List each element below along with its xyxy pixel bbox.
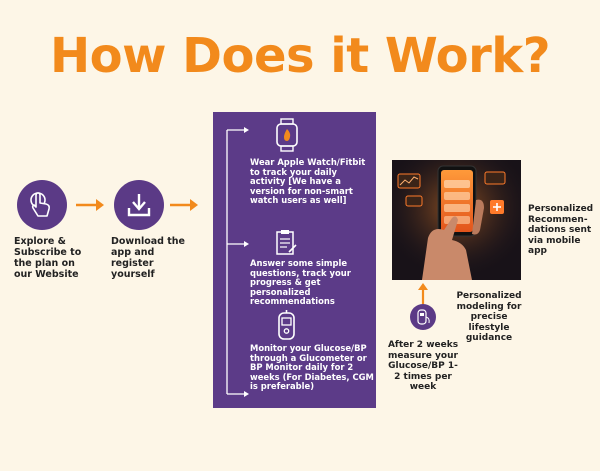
measure-step-badge (410, 304, 436, 330)
clipboard-icon (276, 230, 297, 255)
panel-item-questions-text: Answer some simple questions, track your… (250, 258, 351, 307)
modeling-label: Personalized modeling for precise lifest… (456, 291, 522, 343)
glucometer-icon (278, 310, 295, 340)
measure-label: After 2 weeks measure your Glucose/BP 1-… (387, 340, 459, 392)
download-icon (127, 194, 151, 217)
arrow-up-icon (418, 283, 428, 304)
tracking-panel (213, 112, 376, 408)
glucometer-icon (417, 309, 430, 325)
explore-step-badge (17, 180, 67, 230)
smartwatch-icon (276, 118, 298, 152)
download-step-badge (114, 180, 164, 230)
download-step-label: Download the app and register yourself (111, 236, 186, 280)
panel-item-watch-text: Wear Apple Watch/Fitbit to track your da… (250, 157, 366, 206)
panel-item-monitor-text: Monitor your Glucose/BP through a Glucom… (250, 343, 374, 392)
recommendations-label: Personalized Recommen-dations sent via m… (528, 204, 594, 256)
tap-hand-icon (30, 192, 50, 217)
page-title: How Does it Work? (49, 28, 551, 84)
explore-step-label: Explore & Subscribe to the plan on our W… (14, 236, 82, 280)
mobile-app-photo (392, 160, 521, 280)
arrow-right-icon (170, 199, 198, 211)
arrow-right-icon (76, 199, 104, 211)
phone-in-hand-illustration (392, 160, 521, 280)
panel-connector-lines (226, 127, 249, 397)
